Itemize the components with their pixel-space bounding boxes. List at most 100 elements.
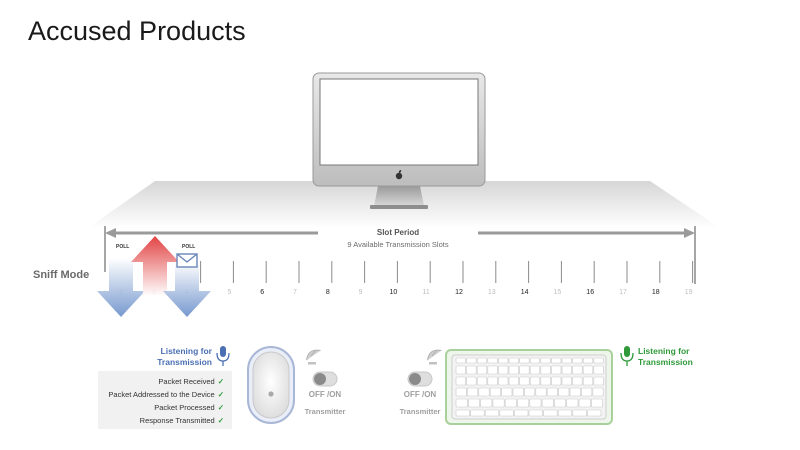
slot-number-label: 14 xyxy=(521,289,529,296)
keyboard-key xyxy=(476,357,488,364)
slot-number-label: 8 xyxy=(326,289,330,296)
checkmark-icon: ✓ xyxy=(217,390,224,399)
listening-line-1: Listening for xyxy=(638,346,690,356)
keyboard-key xyxy=(476,365,488,375)
keyboard-key xyxy=(529,357,541,364)
keyboard-key xyxy=(467,398,480,408)
keyboard-key xyxy=(512,387,524,397)
keyboard-key xyxy=(582,365,594,375)
slot-period-bracket xyxy=(104,226,696,284)
keyboard-key xyxy=(501,387,513,397)
keyboard-key xyxy=(566,398,579,408)
keyboard-key xyxy=(582,357,594,364)
slot-number-label: 16 xyxy=(586,289,594,296)
listening-line-1: Listening for xyxy=(160,346,212,356)
keyboard-key xyxy=(592,387,604,397)
checkmark-icon: ✓ xyxy=(217,403,224,412)
poll-arrow-down-slot-4 xyxy=(163,262,211,317)
keyboard-key xyxy=(517,398,530,408)
keyboard-key xyxy=(572,409,587,417)
poll-label: POLL xyxy=(116,244,129,250)
keyboard-key xyxy=(519,376,530,386)
slot-number-label: 10 xyxy=(390,289,398,296)
keyboard-key xyxy=(569,387,581,397)
keyboard-key xyxy=(498,365,509,375)
keyboard-key xyxy=(572,376,583,386)
keyboard-key xyxy=(561,365,572,375)
envelope-icon xyxy=(176,253,198,268)
keyboard-key xyxy=(528,409,543,417)
keyboard-key xyxy=(489,387,501,397)
checklist-item: Packet Received✓ xyxy=(158,377,224,386)
slot-number-label: 5 xyxy=(227,289,231,296)
keyboard-key xyxy=(504,398,517,408)
slot-number-label: 15 xyxy=(554,289,562,296)
keyboard-key xyxy=(508,357,519,364)
keyboard-key xyxy=(587,409,602,417)
keyboard-key xyxy=(582,376,594,386)
keyboard-key xyxy=(508,365,519,375)
keyboard-key xyxy=(554,398,567,408)
keyboard-key xyxy=(466,376,477,386)
keyboard-key xyxy=(540,365,551,375)
keyboard-key xyxy=(590,398,603,408)
slot-number-label: 11 xyxy=(423,289,430,296)
poll-arrow-down-slot-2 xyxy=(97,258,145,317)
keyboard-key xyxy=(455,365,466,375)
satellite-dish-icon xyxy=(427,349,442,365)
transmitter-toggle[interactable] xyxy=(312,371,338,387)
keyboard-key xyxy=(541,398,554,408)
keyboard-key xyxy=(498,357,509,364)
keyboard-key xyxy=(455,409,470,417)
keyboard-key xyxy=(529,398,542,408)
apple-logo-icon xyxy=(395,170,403,180)
keyboard-key xyxy=(519,357,530,364)
slot-number-label: 13 xyxy=(488,289,496,296)
imac-computer xyxy=(312,72,486,209)
checkmark-icon: ✓ xyxy=(217,416,224,425)
transmitter-toggle[interactable] xyxy=(407,371,433,387)
mouse-listening-label: Listening for Transmission xyxy=(148,346,212,368)
keyboard-key xyxy=(498,376,509,386)
keyboard-toggle-label: OFF /ON xyxy=(403,390,437,399)
keyboard-key xyxy=(551,365,562,375)
mouse-checklist: Packet Received✓ Packet Addressed to the… xyxy=(98,371,232,429)
slot-number-label: 17 xyxy=(619,289,627,296)
keyboard-key xyxy=(578,398,591,408)
keyboard-key xyxy=(543,409,558,417)
checklist-item: Packet Processed✓ xyxy=(154,403,224,412)
slide-title: Accused Products xyxy=(28,16,246,46)
keyboard-transmitter-label: Transmitter xyxy=(399,407,441,416)
slot-number-label: 18 xyxy=(652,289,660,296)
slot-number-label: 7 xyxy=(293,289,297,296)
keyboard-listening-label: Listening for Transmission xyxy=(638,346,718,368)
keyboard-key xyxy=(455,387,467,397)
slot-number-label: 6 xyxy=(260,289,264,296)
keyboard-key xyxy=(455,398,468,408)
keyboard-key xyxy=(581,387,593,397)
keyboard-key xyxy=(466,357,477,364)
keyboard-key xyxy=(455,357,466,364)
keyboard-key xyxy=(529,365,541,375)
keyboard-key xyxy=(557,409,573,417)
slots-caption: 9 Available Transmission Slots xyxy=(347,240,448,249)
keyboard-key xyxy=(529,376,541,386)
keyboard-key xyxy=(558,387,570,397)
keyboard-key xyxy=(561,357,572,364)
keyboard-key xyxy=(470,409,485,417)
keyboard-key xyxy=(467,387,479,397)
keyboard-key xyxy=(593,376,604,386)
mouse-transmitter-label: Transmitter xyxy=(304,407,346,416)
keyboard-key xyxy=(487,357,498,364)
sniff-mode-label: Sniff Mode xyxy=(33,269,89,281)
keyboard-key xyxy=(561,376,572,386)
slot-number-label: 19 xyxy=(685,289,693,296)
keyboard-key xyxy=(484,409,500,417)
keyboard-key xyxy=(551,357,562,364)
keyboard-key xyxy=(455,376,466,386)
mouse-toggle-label: OFF /ON xyxy=(308,390,342,399)
slot-period-label: Slot Period xyxy=(377,228,419,237)
slot-ticks: 2345678910111213141516171819 xyxy=(119,261,694,296)
keyboard-key xyxy=(535,387,547,397)
wireless-keyboard xyxy=(445,349,613,425)
